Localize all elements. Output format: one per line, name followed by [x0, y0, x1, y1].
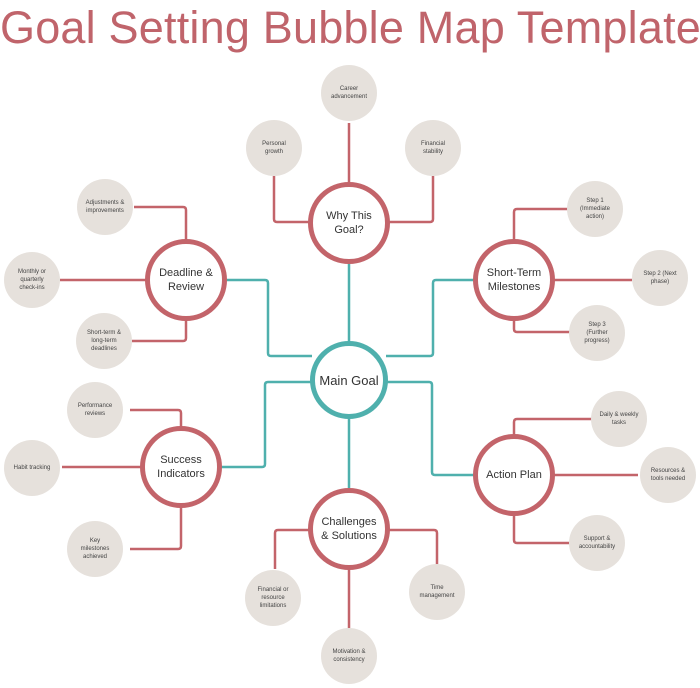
leaf-time-management[interactable]: Time management — [409, 564, 465, 620]
leaf-performance-reviews[interactable]: Performance reviews — [67, 382, 123, 438]
leaf-label: Personal growth — [262, 141, 286, 155]
leaf-career-advancement[interactable]: Career advancement — [321, 65, 377, 121]
category-label: Why This Goal? — [326, 210, 372, 236]
leaf-step-1[interactable]: Step 1 (Immediate action) — [567, 181, 623, 237]
leaf-habit-tracking[interactable]: Habit tracking — [4, 440, 60, 496]
category-success-indicators[interactable]: Success Indicators — [140, 426, 222, 508]
leaf-label: Financial or resource limitations — [257, 587, 289, 609]
leaf-resources-tools[interactable]: Resources & tools needed — [640, 447, 696, 503]
leaf-daily-weekly-tasks[interactable]: Daily & weekly tasks — [591, 391, 647, 447]
leaf-label: Time management — [419, 585, 455, 599]
leaf-step-2[interactable]: Step 2 (Next phase) — [632, 250, 688, 306]
leaf-label: Career advancement — [330, 86, 368, 100]
leaf-label: Support & accountability — [578, 536, 616, 550]
leaf-label: Daily & weekly tasks — [599, 412, 639, 426]
leaf-label: Short-term & long-term deadlines — [86, 330, 121, 352]
leaf-motivation-consistency[interactable]: Motivation & consistency — [321, 628, 377, 684]
leaf-key-milestones[interactable]: Key milestones achieved — [67, 521, 123, 577]
leaf-label: Key milestones achieved — [80, 538, 110, 560]
leaf-support-accountability[interactable]: Support & accountability — [569, 515, 625, 571]
leaf-label: Monthly or quarterly check-ins — [17, 269, 46, 291]
leaf-deadlines[interactable]: Short-term & long-term deadlines — [76, 313, 132, 369]
category-short-term-milestones[interactable]: Short-Term Milestones — [473, 239, 555, 321]
category-challenges-solutions[interactable]: Challenges & Solutions — [308, 488, 390, 570]
leaf-label: Habit tracking — [13, 465, 51, 471]
category-deadline-review[interactable]: Deadline & Review — [145, 239, 227, 321]
leaf-label: Financial stability — [420, 141, 445, 155]
leaf-label: Step 2 (Next phase) — [643, 271, 677, 285]
page-title: Goal Setting Bubble Map Template — [0, 2, 700, 53]
leaf-financial-limitations[interactable]: Financial or resource limitations — [245, 570, 301, 626]
category-why-this-goal[interactable]: Why This Goal? — [308, 182, 390, 264]
category-label: Deadline & Review — [159, 267, 213, 293]
category-label: Short-Term Milestones — [486, 267, 542, 293]
main-goal-label: Main Goal — [319, 372, 379, 388]
leaf-financial-stability[interactable]: Financial stability — [405, 120, 461, 176]
leaf-adjustments-improvements[interactable]: Adjustments & improvements — [77, 179, 133, 235]
leaf-monthly-checkins[interactable]: Monthly or quarterly check-ins — [4, 252, 60, 308]
leaf-label: Motivation & consistency — [332, 649, 366, 663]
leaf-label: Adjustments & improvements — [85, 200, 125, 214]
leaf-label: Resources & tools needed — [650, 468, 686, 482]
category-label: Success Indicators — [157, 454, 205, 480]
leaf-label: Step 1 (Immediate action) — [579, 198, 610, 220]
main-goal-bubble[interactable]: Main Goal — [310, 341, 388, 419]
leaf-personal-growth[interactable]: Personal growth — [246, 120, 302, 176]
category-action-plan[interactable]: Action Plan — [473, 434, 555, 516]
category-label: Action Plan — [486, 469, 542, 481]
leaf-label: Step 3 (Further progress) — [584, 322, 610, 344]
category-label: Challenges & Solutions — [321, 516, 377, 542]
leaf-step-3[interactable]: Step 3 (Further progress) — [569, 305, 625, 361]
leaf-label: Performance reviews — [77, 403, 113, 417]
